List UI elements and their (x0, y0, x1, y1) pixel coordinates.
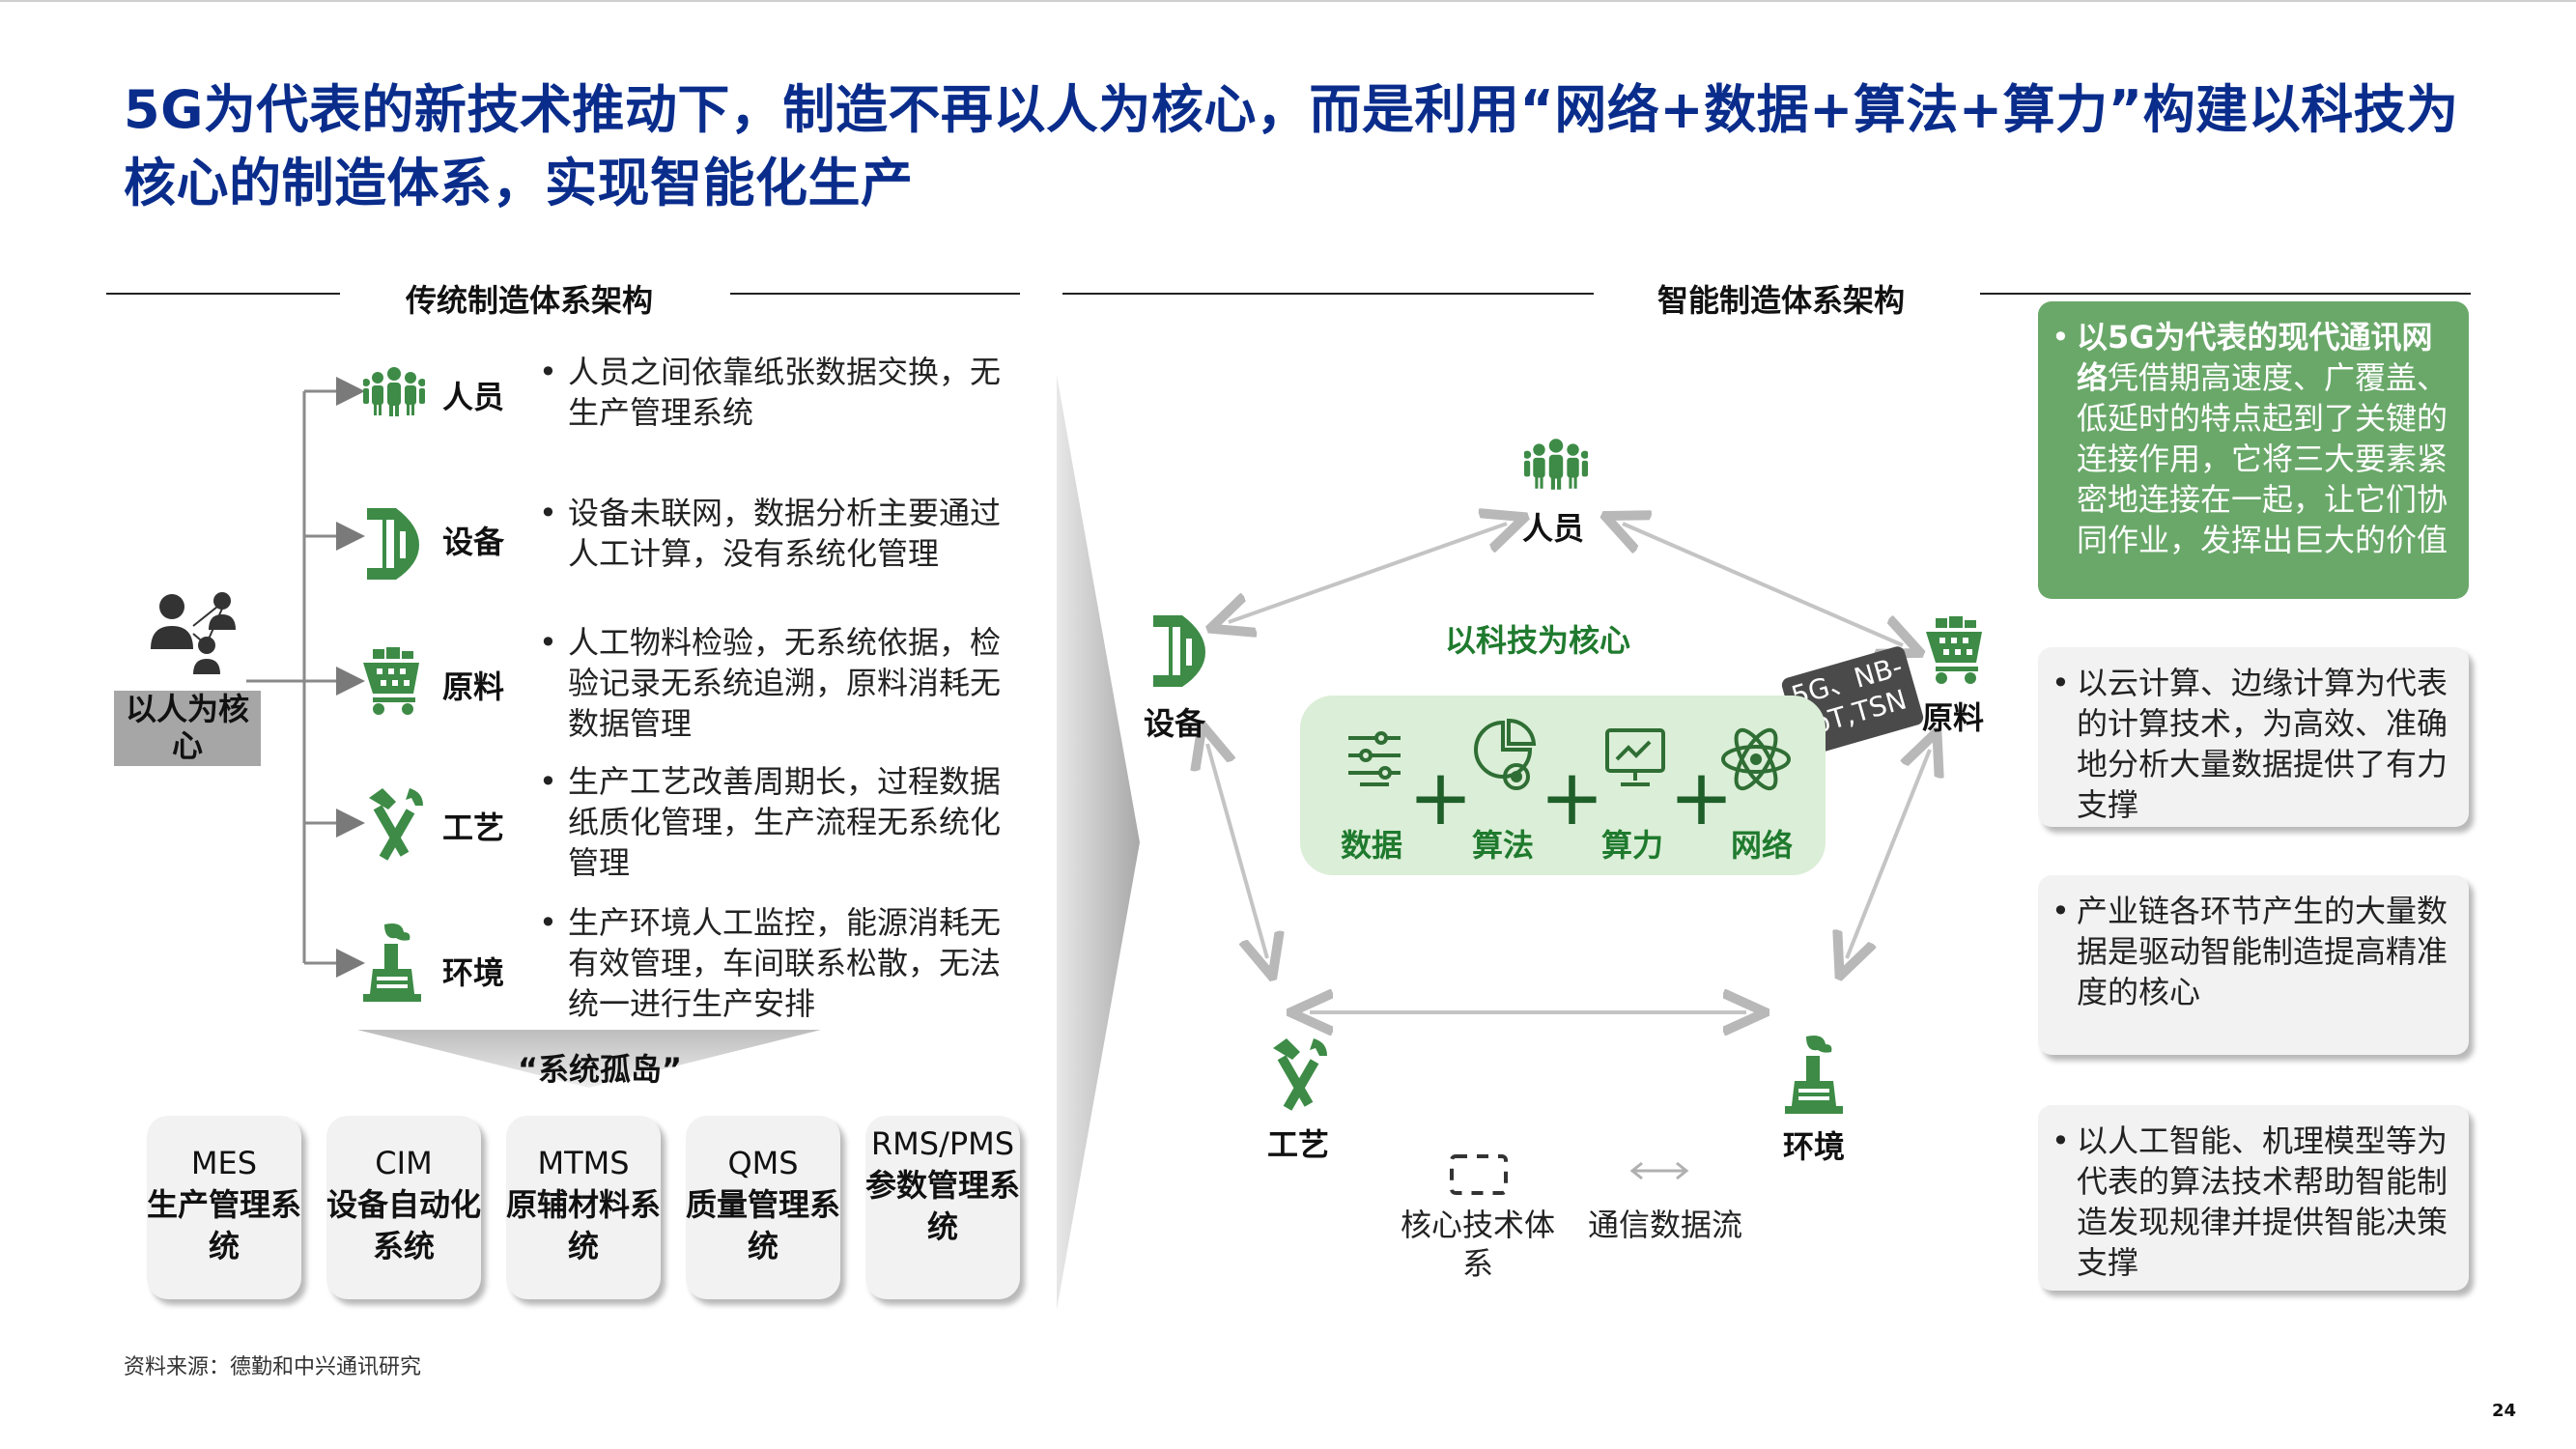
data-flow-arrows (1062, 290, 2028, 1217)
plus-sign-3: + (1669, 753, 1735, 842)
plus-sign-2: + (1540, 753, 1605, 842)
data-icon (1348, 731, 1401, 786)
system-island-label: “系统孤岛” (518, 1051, 683, 1088)
item-label-people: 人员 (442, 379, 505, 415)
system-box-mes: MES 生产管理系统 (147, 1116, 301, 1299)
island-funnel (357, 1030, 821, 1088)
node-equipment-icon (1153, 615, 1205, 687)
right-header-rule-right (1980, 293, 2471, 295)
node-environment-icon (1785, 1036, 1843, 1114)
note-5g-network: • 以5G为代表的现代通讯网络凭借期高速度、广覆盖、低延时的特点起到了关键的连接… (2038, 301, 2469, 599)
data-flow-legend-icon (1629, 1161, 1689, 1180)
item-label-material: 原料 (442, 668, 505, 705)
people-network-icon (151, 592, 236, 674)
system-box-qms: QMS 质量管理系统 (686, 1116, 840, 1299)
source-note: 资料来源：德勤和中兴通讯研究 (124, 1355, 422, 1379)
right-section-header: 智能制造体系架构 (1657, 282, 1906, 319)
desc-people: •人员之间依靠纸张数据交换，无生产管理系统 (539, 354, 1002, 431)
system-box-mtms: MTMS 原辅材料系统 (506, 1116, 661, 1299)
note-data: • 产业链各环节产生的大量数据是驱动智能制造提高精准度的核心 (2038, 875, 2469, 1055)
left-section-header: 传统制造体系架构 (406, 282, 654, 319)
tools-icon (369, 788, 423, 861)
legend-data-flow: 通信数据流 (1588, 1207, 1743, 1243)
page-title: 5G为代表的新技术推动下，制造不再以人为核心，而是利用“网络+数据+算法+算力”… (124, 79, 2459, 213)
people-icon (363, 367, 425, 416)
item-label-process: 工艺 (442, 810, 505, 846)
machine-icon (367, 508, 419, 580)
plus-sign-1: + (1408, 753, 1474, 842)
note-computing: • 以云计算、边缘计算为代表的计算技术，为高效、准确地分析大量数据提供了有力支撑 (2038, 647, 2469, 827)
node-process-icon (1273, 1038, 1327, 1111)
tech-label-computing: 算力 (1601, 827, 1664, 864)
node-label-people: 人员 (1522, 510, 1585, 547)
tech-label-algorithm: 算法 (1472, 827, 1535, 864)
center-label: 以科技为核心 (1445, 622, 1631, 659)
tech-label-data: 数据 (1341, 827, 1403, 864)
left-header-rule-left (106, 293, 340, 295)
node-label-process: 工艺 (1267, 1126, 1330, 1163)
factory-icon (363, 923, 421, 1002)
tech-label-network: 网络 (1731, 827, 1794, 864)
network-atom-icon (1721, 727, 1791, 791)
computing-icon (1605, 728, 1665, 786)
left-header-rule-right (730, 293, 1020, 295)
desc-material: •人工物料检验，无系统依据，检验记录无系统追溯，原料消耗无数据管理 (539, 624, 1002, 742)
right-header-rule-left (1062, 293, 1594, 295)
transition-arrow (1057, 375, 1140, 1310)
desc-equipment: •设备未联网，数据分析主要通过人工计算，没有系统化管理 (539, 495, 1002, 572)
item-label-equipment: 设备 (442, 524, 505, 560)
core-tech-legend-icon (1450, 1154, 1508, 1195)
node-people-icon (1524, 439, 1588, 490)
system-box-cim: CIM 设备自动化系统 (326, 1116, 481, 1299)
cart-icon (363, 647, 419, 715)
system-box-rms: RMS/PMS 参数管理系统 (865, 1116, 1020, 1299)
legend-core-tech: 核心技术体系 (1401, 1207, 1556, 1282)
note-algorithm: • 以人工智能、机理模型等为代表的算法技术帮助智能制造发现规律并提供智能决策支撑 (2038, 1105, 2469, 1291)
node-label-equipment: 设备 (1144, 705, 1206, 742)
tree-connectors (246, 377, 365, 978)
algorithm-icon (1474, 719, 1537, 790)
core-label-box: 以人为核心 (114, 691, 261, 766)
top-rule (0, 0, 2576, 2)
node-label-material: 原料 (1922, 699, 1985, 736)
node-material-icon (1926, 616, 1982, 684)
desc-process: •生产工艺改善周期长，过程数据纸质化管理，生产流程无系统化管理 (539, 763, 1002, 881)
desc-environment: •生产环境人工监控，能源消耗无有效管理，车间联系松散，无法统一进行生产安排 (539, 904, 1002, 1022)
page-number: 24 (2492, 1401, 2517, 1421)
item-label-environment: 环境 (442, 954, 505, 991)
node-label-environment: 环境 (1783, 1128, 1846, 1165)
